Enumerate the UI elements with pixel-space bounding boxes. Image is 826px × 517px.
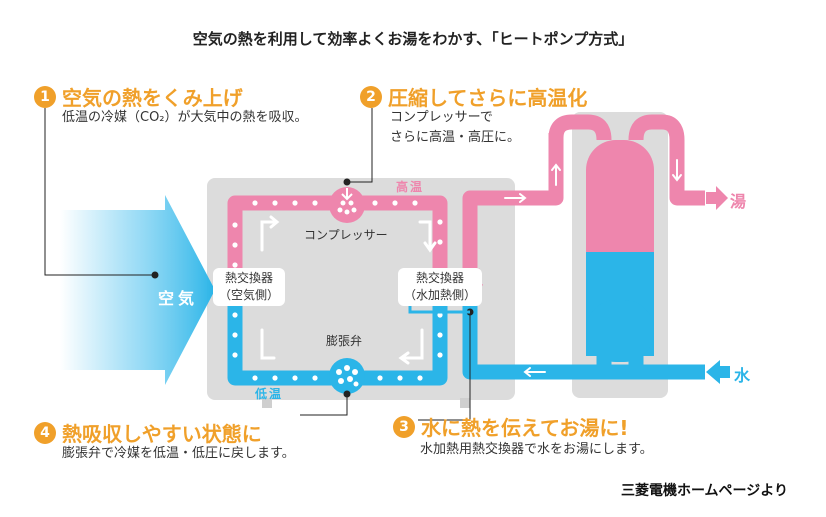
hx-air-label-1: 熱交換器 (225, 271, 274, 285)
step-4-number: 4 (34, 421, 56, 444)
hot-water-out-arrow (706, 186, 728, 210)
step-4-heading: 4 熱吸収しやすい状態に (34, 418, 262, 447)
water-label: 水 (734, 366, 751, 385)
high-temp-label: 高温 (396, 180, 425, 194)
water-side-heat-exchanger: 熱交換器 （水加熱側） (398, 268, 483, 306)
step-3-heading: 3 水に熱を伝えてお湯に! (393, 412, 629, 441)
step-1-description: 低温の冷媒（CO₂）が大気中の熱を吸収。 (62, 110, 308, 125)
hx-water-label-1: 熱交換器 (416, 271, 465, 285)
hx-air-label-2: （空気側） (219, 288, 280, 302)
step-2-description-1: コンプレッサーで (390, 110, 493, 125)
step-3-number: 3 (393, 415, 415, 438)
air-label: 空気 (158, 289, 199, 308)
step-1-number: 1 (34, 85, 56, 108)
air-side-heat-exchanger: 熱交換器 （空気側） (213, 268, 286, 306)
low-temp-label: 低温 (255, 387, 284, 401)
page-title: 空気の熱を利用して効率よくお湯をわかす、「ヒートポンプ方式」 (192, 30, 634, 48)
compressor-label: コンプレッサー (304, 228, 388, 242)
step-4-description: 膨張弁で冷媒を低温・低圧に戻します。 (62, 446, 295, 461)
expansion-valve-label: 膨張弁 (326, 334, 363, 348)
step-1-title: 空気の熱をくみ上げ (62, 86, 243, 110)
compressor (329, 187, 365, 223)
step-2-title: 圧縮してさらに高温化 (388, 86, 588, 110)
expansion-valve (329, 358, 365, 394)
step-4-title: 熱吸収しやすい状態に (62, 422, 262, 446)
water-in-arrow (706, 360, 730, 384)
hx-water-label-2: （水加熱側） (404, 288, 477, 302)
step-2-number: 2 (360, 85, 382, 108)
step-3-description: 水加熱用熱交換器で水をお湯にします。 (420, 442, 653, 457)
step-1-heading: 1 空気の熱をくみ上げ (34, 82, 243, 111)
step-2-heading: 2 圧縮してさらに高温化 (360, 82, 587, 111)
source-credit: 三菱電機ホームページより (620, 483, 788, 499)
air-flow-arrow (60, 195, 215, 385)
hot-water-label: 湯 (730, 192, 747, 211)
step-2-description-2: さらに高温・高圧に。 (390, 130, 521, 145)
step-3-title: 水に熱を伝えてお湯に! (421, 416, 629, 440)
